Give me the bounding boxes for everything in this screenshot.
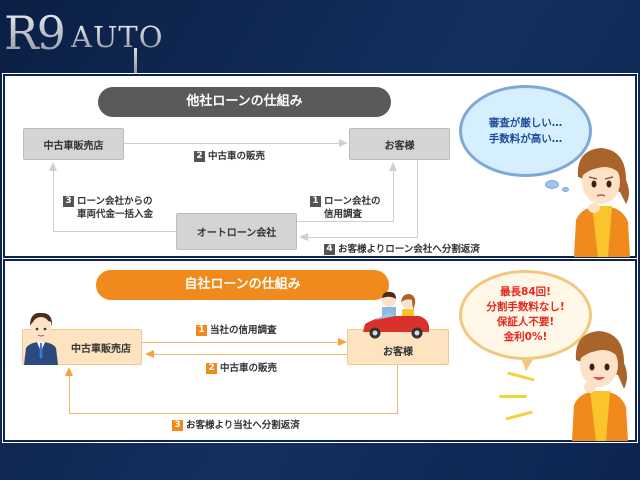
step-number-badge: 3	[63, 196, 74, 207]
customer-to-dealer-line	[154, 354, 347, 355]
step-label: ローン会社の 信用調査	[324, 195, 381, 221]
step-label: 中古車の販売	[220, 363, 278, 374]
bottom-step-3: 3 お客様より当社へ分割返済	[172, 419, 300, 432]
happy-woman-icon	[572, 331, 628, 441]
step-label: 中古車の販売	[208, 151, 266, 162]
step-label: ローン会社からの 車両代金一括入金	[77, 195, 153, 221]
dealer-label: 中古車販売店	[71, 343, 131, 355]
step-label-line2: 車両代金一括入金	[77, 209, 154, 220]
step-label-line1: ローン会社の	[324, 196, 381, 207]
bubble-line-1: 審査が厳しい…	[488, 117, 563, 129]
bubble-line-3: 保証人不要!	[496, 316, 555, 328]
loan-to-dealer-vertical-line	[53, 170, 54, 232]
footer-band	[0, 444, 640, 480]
top-step-4: 4 お客様よりローン会社へ分割返済	[324, 243, 480, 256]
arrow-left-icon	[145, 350, 154, 358]
top-step-2: 2 中古車の販売	[194, 150, 265, 163]
other-loan-title: 他社ローンの仕組み	[98, 87, 391, 117]
step-label: お客様より当社へ分割返済	[186, 420, 300, 431]
top-dealer-box: 中古車販売店	[23, 128, 124, 160]
step-label-line1: ローン会社からの	[77, 196, 153, 207]
bubble-line-1: 最長84回!	[500, 286, 551, 298]
salesman-icon	[24, 312, 58, 365]
repayment-left-vertical-line	[69, 375, 70, 414]
loan-to-customer-horizontal-line	[297, 221, 394, 222]
arrow-up-icon	[49, 162, 57, 171]
top-customer-box: お客様	[349, 128, 450, 160]
dealer-to-customer-line	[124, 143, 340, 144]
arrow-up-icon	[65, 367, 73, 376]
benefits-speech-bubble: 最長84回! 分割手数料なし! 保証人不要! 金利0%!	[459, 270, 592, 360]
top-loan-company-box: オートローン会社	[176, 213, 297, 250]
step-label: お客様よりローン会社へ分割返済	[338, 244, 480, 255]
bubble-line-2: 分割手数料なし!	[486, 301, 565, 313]
step-number-badge: 4	[324, 244, 335, 255]
customer-to-loan-horizontal-line	[308, 237, 418, 238]
worried-thought-bubble: 審査が厳しい… 手数料が高い…	[459, 85, 592, 177]
customer-to-loan-vertical-line	[417, 160, 418, 238]
top-step-1: 1 ローン会社の 信用調査	[310, 195, 381, 221]
bubble-line-4: 金利0%!	[503, 331, 548, 343]
in-house-loan-title: 自社ローンの仕組み	[96, 270, 389, 300]
logo-r9-text: R9	[4, 6, 66, 60]
sparkle-line-icon	[499, 395, 527, 398]
step-label: 当社の信用調査	[210, 325, 277, 336]
loan-to-dealer-horizontal-line	[53, 231, 176, 232]
step-number-badge: 1	[196, 325, 207, 336]
car-with-couple-icon	[363, 291, 429, 339]
thought-dot-icon	[562, 187, 569, 192]
dealer-to-customer-line	[142, 342, 338, 343]
loan-to-customer-vertical-line	[393, 170, 394, 222]
logo-auto-text: AUTO	[71, 20, 164, 54]
arrow-left-icon	[299, 233, 308, 241]
bubble-line-2: 手数料が高い…	[488, 133, 563, 145]
repayment-horizontal-line	[69, 413, 398, 414]
worried-woman-icon	[574, 148, 630, 257]
step-number-badge: 2	[206, 363, 217, 374]
bottom-step-1: 1 当社の信用調査	[196, 324, 277, 337]
step-number-badge: 2	[194, 151, 205, 162]
arrow-right-icon	[338, 338, 347, 346]
bottom-customer-box: お客様	[347, 329, 449, 365]
step-label-line2: 信用調査	[324, 209, 363, 220]
arrow-up-icon	[389, 162, 397, 171]
site-header: R9 AUTO	[0, 0, 640, 75]
logo-stem-decoration	[134, 48, 137, 75]
arrow-right-icon	[339, 139, 348, 147]
top-step-3: 3 ローン会社からの 車両代金一括入金	[63, 195, 153, 221]
thought-dot-icon	[545, 180, 559, 189]
step-number-badge: 3	[172, 420, 183, 431]
repayment-right-vertical-line	[397, 365, 398, 414]
bottom-step-2: 2 中古車の販売	[206, 362, 277, 375]
step-number-badge: 1	[310, 196, 321, 207]
